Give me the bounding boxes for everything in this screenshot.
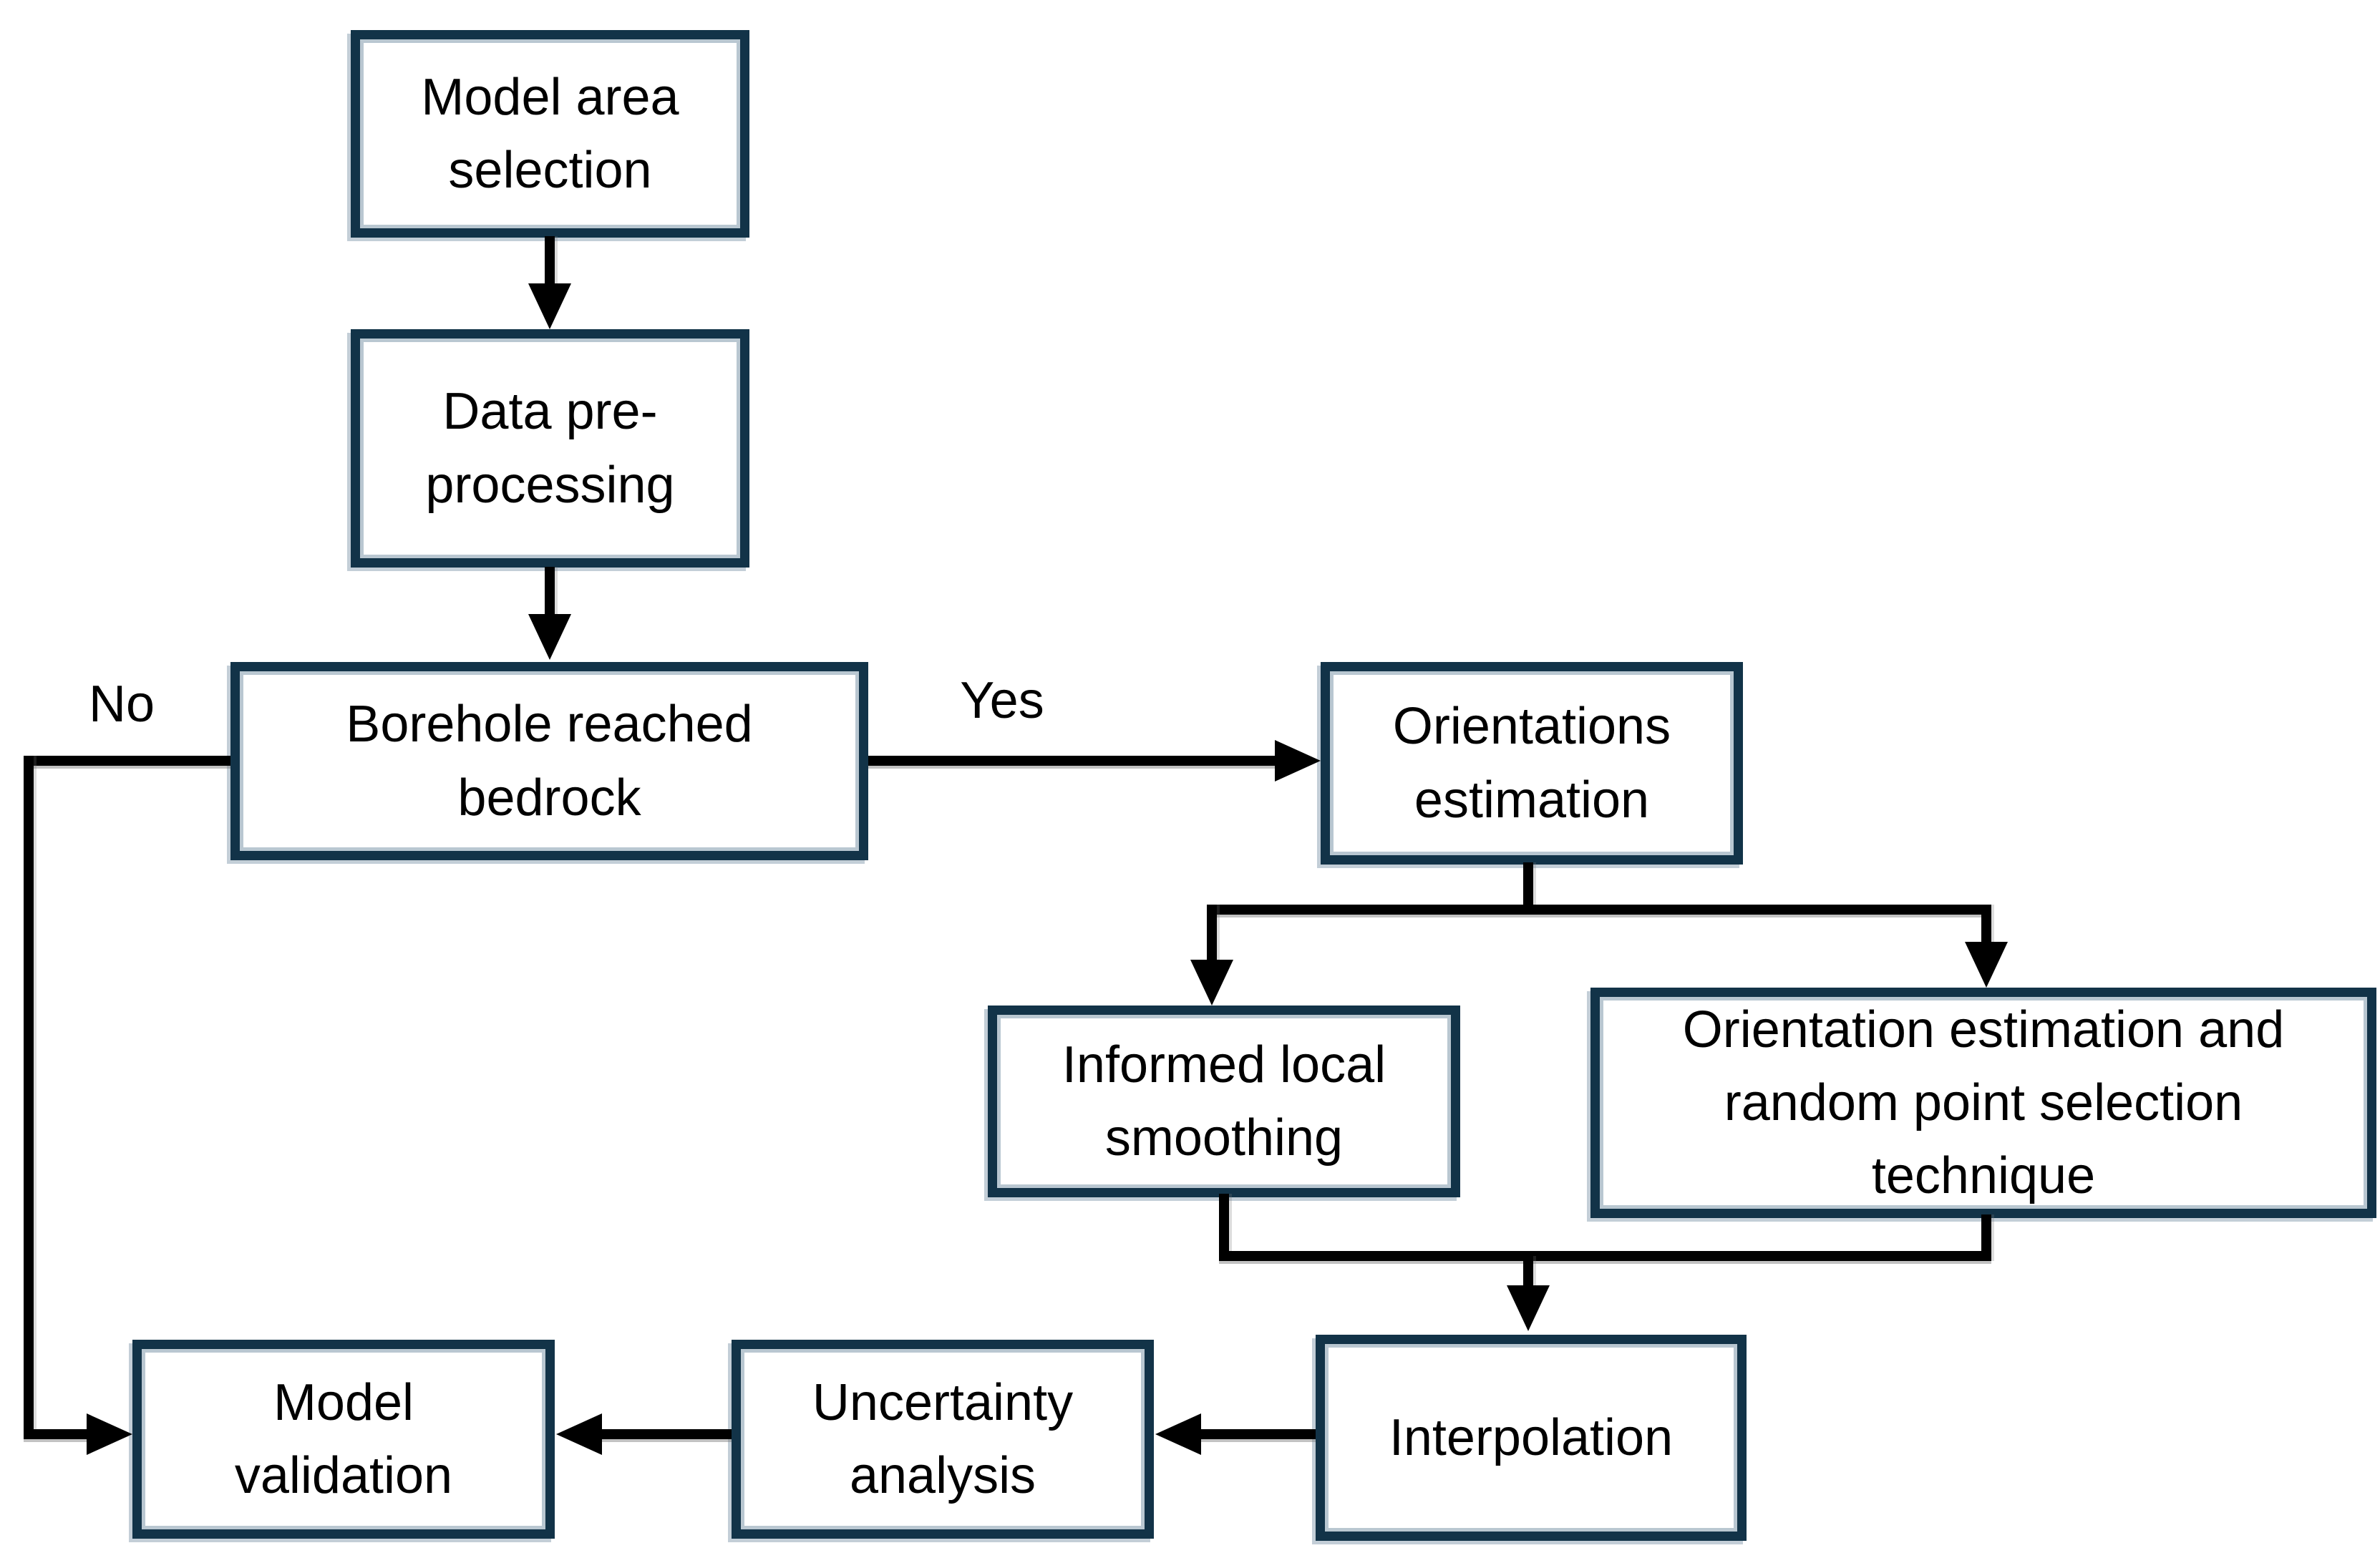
edge-line-merge-horizontal <box>1219 1251 1991 1261</box>
node-informed-local-smoothing: Informed local smoothing <box>988 1006 1460 1197</box>
node-orientations-estimation: Orientations estimation <box>1321 662 1743 865</box>
edge-line-interpolation-to-uncertainty <box>1200 1429 1316 1439</box>
node-borehole-reached-bedrock: Borehole reached bedrock <box>230 662 868 860</box>
node-label: Model area selection <box>421 68 679 199</box>
edge-line-no-top <box>24 756 230 766</box>
node-orientation-estimation-random-point-selection: Orientation estimation and random point … <box>1590 988 2376 1218</box>
node-data-pre-processing: Data pre-processing <box>351 329 749 568</box>
edge-label-yes: Yes <box>960 672 1044 729</box>
edge-line-split-horizontal <box>1207 905 1991 915</box>
node-label: Uncertainty analysis <box>812 1373 1074 1504</box>
arrowhead-down-into-interpolation <box>1507 1285 1550 1331</box>
edge-line-model-area-to-preprocessing <box>545 236 555 288</box>
edge-line-yes <box>868 756 1278 766</box>
edge-line-branch-left-vertical <box>1207 905 1217 965</box>
edge-line-informed-smoothing-down <box>1219 1194 1229 1261</box>
edge-line-no-vertical <box>24 756 34 1439</box>
node-model-validation: Model validation <box>132 1340 555 1539</box>
edge-line-branch-right-vertical <box>1981 905 1991 948</box>
node-label: Informed local smoothing <box>1062 1036 1386 1167</box>
arrowhead-down-into-orientation-random-point-box <box>1965 942 2008 988</box>
node-label: Interpolation <box>1389 1408 1674 1466</box>
node-label: Orientation estimation and random point … <box>1682 1000 2285 1205</box>
arrowhead-right-into-model-validation <box>87 1413 132 1455</box>
node-label: Borehole reached bedrock <box>346 696 753 827</box>
node-interpolation: Interpolation <box>1316 1335 1747 1541</box>
arrowhead-left-into-model-validation <box>556 1413 602 1455</box>
arrowhead-down-into-informed-local-smoothing <box>1190 960 1233 1006</box>
edge-line-orientations-down <box>1523 862 1533 915</box>
edge-line-uncertainty-to-validation <box>601 1429 732 1439</box>
edge-line-random-point-down <box>1981 1214 1991 1261</box>
arrowhead-down-into-data-pre-processing <box>528 283 571 329</box>
node-model-area-selection: Model area selection <box>351 30 749 238</box>
arrowhead-down-into-borehole-reached-bedrock <box>528 614 571 660</box>
node-label: Data pre-processing <box>425 383 675 514</box>
arrowhead-left-into-uncertainty-analysis <box>1155 1413 1201 1455</box>
arrowhead-right-into-orientations-estimation <box>1275 740 1321 782</box>
edge-label-no: No <box>88 676 155 733</box>
node-uncertainty-analysis: Uncertainty analysis <box>732 1340 1154 1539</box>
edge-line-preprocessing-to-borehole <box>545 567 555 618</box>
node-label: Model validation <box>234 1373 453 1504</box>
node-label: Orientations estimation <box>1392 698 1671 829</box>
edge-line-merge-down <box>1523 1256 1533 1288</box>
edge-line-no-bottom <box>24 1429 88 1439</box>
